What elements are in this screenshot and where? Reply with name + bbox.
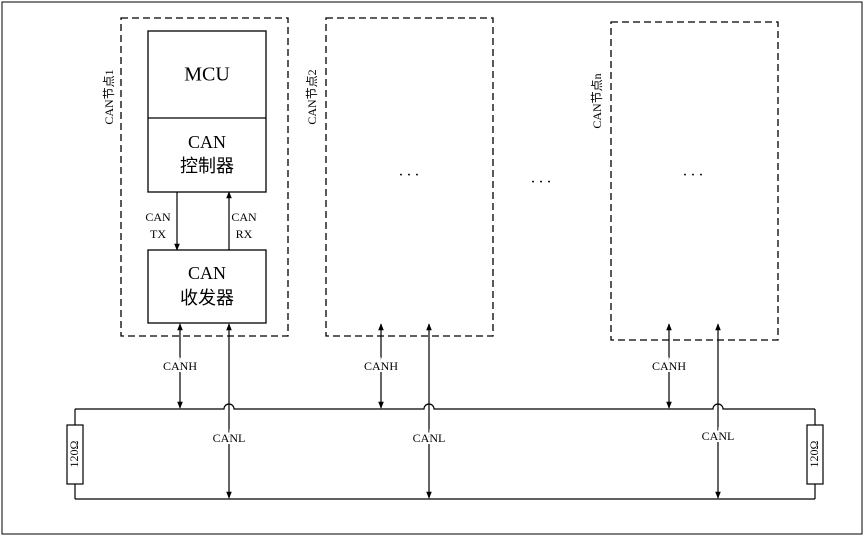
noden-box [610, 21, 779, 341]
tx-label-line2: TX [150, 227, 166, 241]
controller-label-line1: CAN [188, 132, 226, 152]
node1-canh-label: CANH [163, 359, 197, 373]
transceiver-label-line2: 收发器 [180, 288, 234, 308]
node1-label: CAN节点1 [102, 69, 116, 124]
noden-label: CAN节点n [590, 73, 604, 128]
node2-canh-label: CANH [364, 359, 398, 373]
rx-label-line2: RX [236, 227, 253, 241]
terminator-right-label: 120Ω [807, 440, 821, 467]
rx-label-line1: CAN [231, 210, 257, 224]
noden-placeholder: ... [683, 163, 707, 180]
transceiver-label-line1: CAN [188, 263, 226, 283]
tx-label-line1: CAN [145, 210, 171, 224]
node2-box [325, 17, 494, 337]
mcu-controller-block [147, 30, 267, 193]
canh-bus-line [75, 403, 815, 410]
node2-canl-label: CANL [413, 431, 446, 445]
node2-placeholder: ... [399, 163, 423, 180]
transceiver-block [147, 249, 267, 324]
noden-canh-label: CANH [652, 359, 686, 373]
mcu-label: MCU [184, 64, 230, 86]
controller-label-line2: 控制器 [180, 156, 234, 176]
noden-canl-label: CANL [702, 429, 735, 443]
node2-label: CAN节点2 [305, 69, 319, 124]
node1-canl-label: CANL [213, 431, 246, 445]
terminator-left-label: 120Ω [67, 440, 81, 467]
between-nodes-ellipsis: ... [531, 170, 555, 187]
node1-box [120, 17, 289, 337]
